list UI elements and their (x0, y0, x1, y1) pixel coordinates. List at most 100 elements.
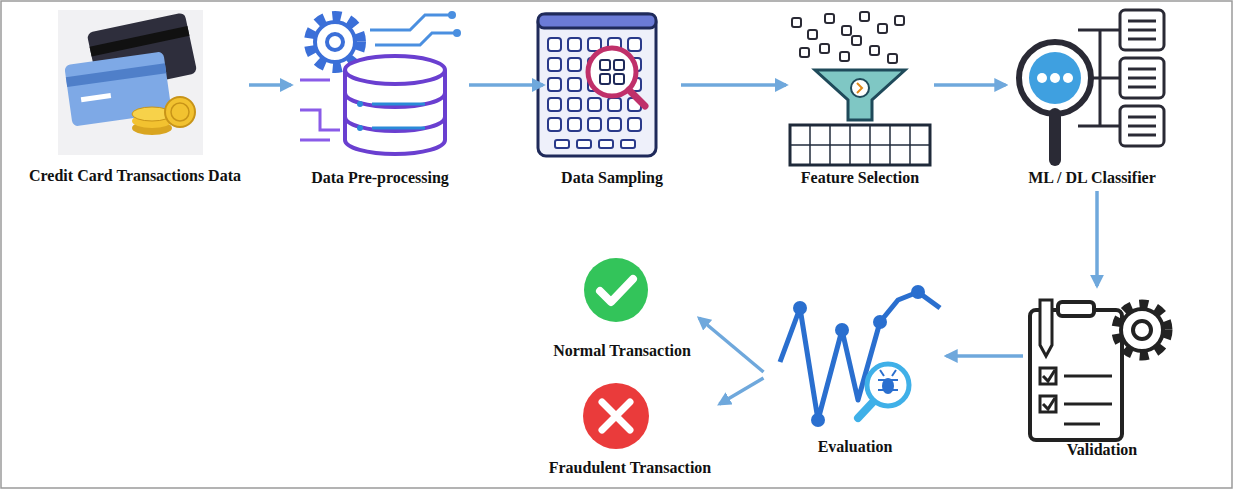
stage-label: ML / DL Classifier (1028, 168, 1156, 187)
evaluation-chart-icon-part (793, 285, 925, 427)
cross-symbol-part (602, 402, 630, 430)
database-gear-icon-part (357, 125, 363, 131)
flow-arrow (1095, 191, 1099, 286)
feature-funnel-icon-part (878, 24, 887, 33)
credit-card-icon-part (58, 10, 203, 155)
credit-card-icon-part (171, 103, 189, 121)
sampling-document-icon-part (568, 38, 581, 51)
evaluation-chart-icon-part (873, 315, 887, 329)
feature-funnel-icon-part (815, 70, 905, 120)
validation-clipboard-icon (1030, 300, 1168, 440)
credit-card-icon (58, 10, 203, 155)
feature-funnel-icon-part (851, 79, 869, 97)
feature-funnel-icon-part (790, 144, 930, 146)
flow-arrow (469, 83, 543, 87)
stage-label: Validation (1067, 440, 1138, 459)
feature-funnel-icon-part (792, 12, 904, 63)
database-gear-icon-part (372, 104, 425, 128)
feature-funnel-icon-part (888, 54, 897, 63)
sampling-document-icon-part (548, 78, 561, 91)
cross-symbol (583, 383, 649, 449)
feature-funnel-icon-part (857, 83, 862, 93)
validation-clipboard-icon-part (1058, 302, 1094, 316)
process-stage: Credit Card Transactions Data (25, 10, 245, 185)
classifier-magnifier-icon-part (1128, 77, 1156, 80)
evaluation-chart-icon-part (793, 301, 807, 315)
flow-arrow (681, 83, 786, 87)
flow-arrow (720, 378, 764, 404)
process-stage: Validation (1027, 290, 1177, 459)
sampling-document-icon-part (600, 60, 610, 70)
sampling-document-icon-part (614, 60, 624, 70)
feature-funnel-icon-part (790, 125, 930, 165)
classifier-magnifier-icon-part (1128, 29, 1156, 32)
process-stage: Feature Selection (790, 10, 930, 187)
flow-arrow (934, 83, 1006, 87)
evaluation-chart-icon-part (858, 402, 873, 418)
evaluation-chart-icon-part (878, 370, 898, 390)
classifier-magnifier-icon-part (1128, 38, 1156, 41)
feature-funnel-icon-part (790, 125, 930, 165)
sampling-document-icon-part (577, 140, 591, 148)
sampling-document-icon-part (599, 140, 613, 148)
classifier-magnifier-icon-part (1128, 125, 1156, 128)
evaluation-chart-icon-part (811, 413, 825, 427)
flow-arrow (249, 83, 291, 87)
sampling-document-icon-part (588, 118, 601, 131)
sampling-document-icon-part (608, 118, 621, 131)
database-gear-icon-part (357, 101, 363, 107)
sampling-document-icon-part (548, 58, 561, 71)
process-stage: Fraudulent Transaction (545, 380, 716, 477)
process-stage: ML / DL Classifier (1010, 10, 1175, 187)
feature-funnel-icon-part (792, 18, 801, 27)
sampling-document-icon-part (629, 90, 645, 106)
process-stage: Normal Transaction (549, 255, 695, 360)
check-symbol-part (584, 258, 648, 322)
sampling-document-icon-part (538, 14, 656, 156)
sampling-document-icon-part (548, 98, 561, 111)
classifier-magnifier-icon-part (1120, 10, 1164, 146)
process-stage: Evaluation (768, 285, 943, 456)
feature-funnel-icon-part (895, 16, 904, 25)
validation-clipboard-icon-part (1064, 376, 1112, 424)
sampling-document-icon (538, 14, 656, 156)
feature-funnel-icon-part (800, 48, 809, 57)
classifier-magnifier-icon-part (1019, 42, 1091, 114)
classifier-magnifier-icon-part (1128, 134, 1156, 137)
feature-funnel-icon-part (825, 14, 834, 23)
classifier-magnifier-icon-part (1029, 52, 1081, 104)
flow-arrow (947, 354, 1024, 358)
process-stage: Data Sampling (547, 10, 677, 187)
classifier-magnifier-icon-part (1120, 106, 1164, 146)
stage-label: Feature Selection (801, 168, 919, 187)
classifier-magnifier-icon-part (1037, 73, 1047, 83)
sampling-document-icon-part (548, 118, 561, 131)
evaluation-chart-icon-part (918, 292, 940, 308)
database-gear-icon-part (453, 29, 461, 37)
stage-label: Fraudulent Transaction (549, 458, 712, 477)
feature-funnel-icon-part (870, 46, 879, 55)
sampling-document-icon-part (621, 140, 635, 148)
evaluation-chart-icon (780, 285, 940, 427)
check-symbol (584, 258, 648, 322)
classifier-magnifier-icon-part (1050, 73, 1060, 83)
sampling-document-icon-part (548, 38, 641, 148)
stage-label: Data Sampling (561, 168, 663, 187)
classifier-magnifier-icon-part (1128, 20, 1156, 23)
feature-funnel-icon-part (842, 26, 851, 35)
validation-clipboard-icon-part (1116, 304, 1168, 356)
credit-card-icon-part (81, 93, 111, 102)
sampling-document-icon-part (628, 118, 641, 131)
validation-clipboard-icon-part (1040, 300, 1052, 356)
credit-card-icon-part (90, 26, 190, 57)
database-gear-icon-part (315, 22, 355, 62)
database-gear-icon-part (345, 93, 445, 131)
classifier-magnifier-icon-part (1128, 116, 1156, 119)
stage-label: Data Pre-processing (311, 168, 449, 187)
feature-funnel-icon-part (840, 52, 849, 61)
validation-clipboard-icon-part (1043, 370, 1055, 409)
sampling-document-icon-part (588, 98, 601, 111)
database-gear-icon-part (448, 11, 456, 19)
